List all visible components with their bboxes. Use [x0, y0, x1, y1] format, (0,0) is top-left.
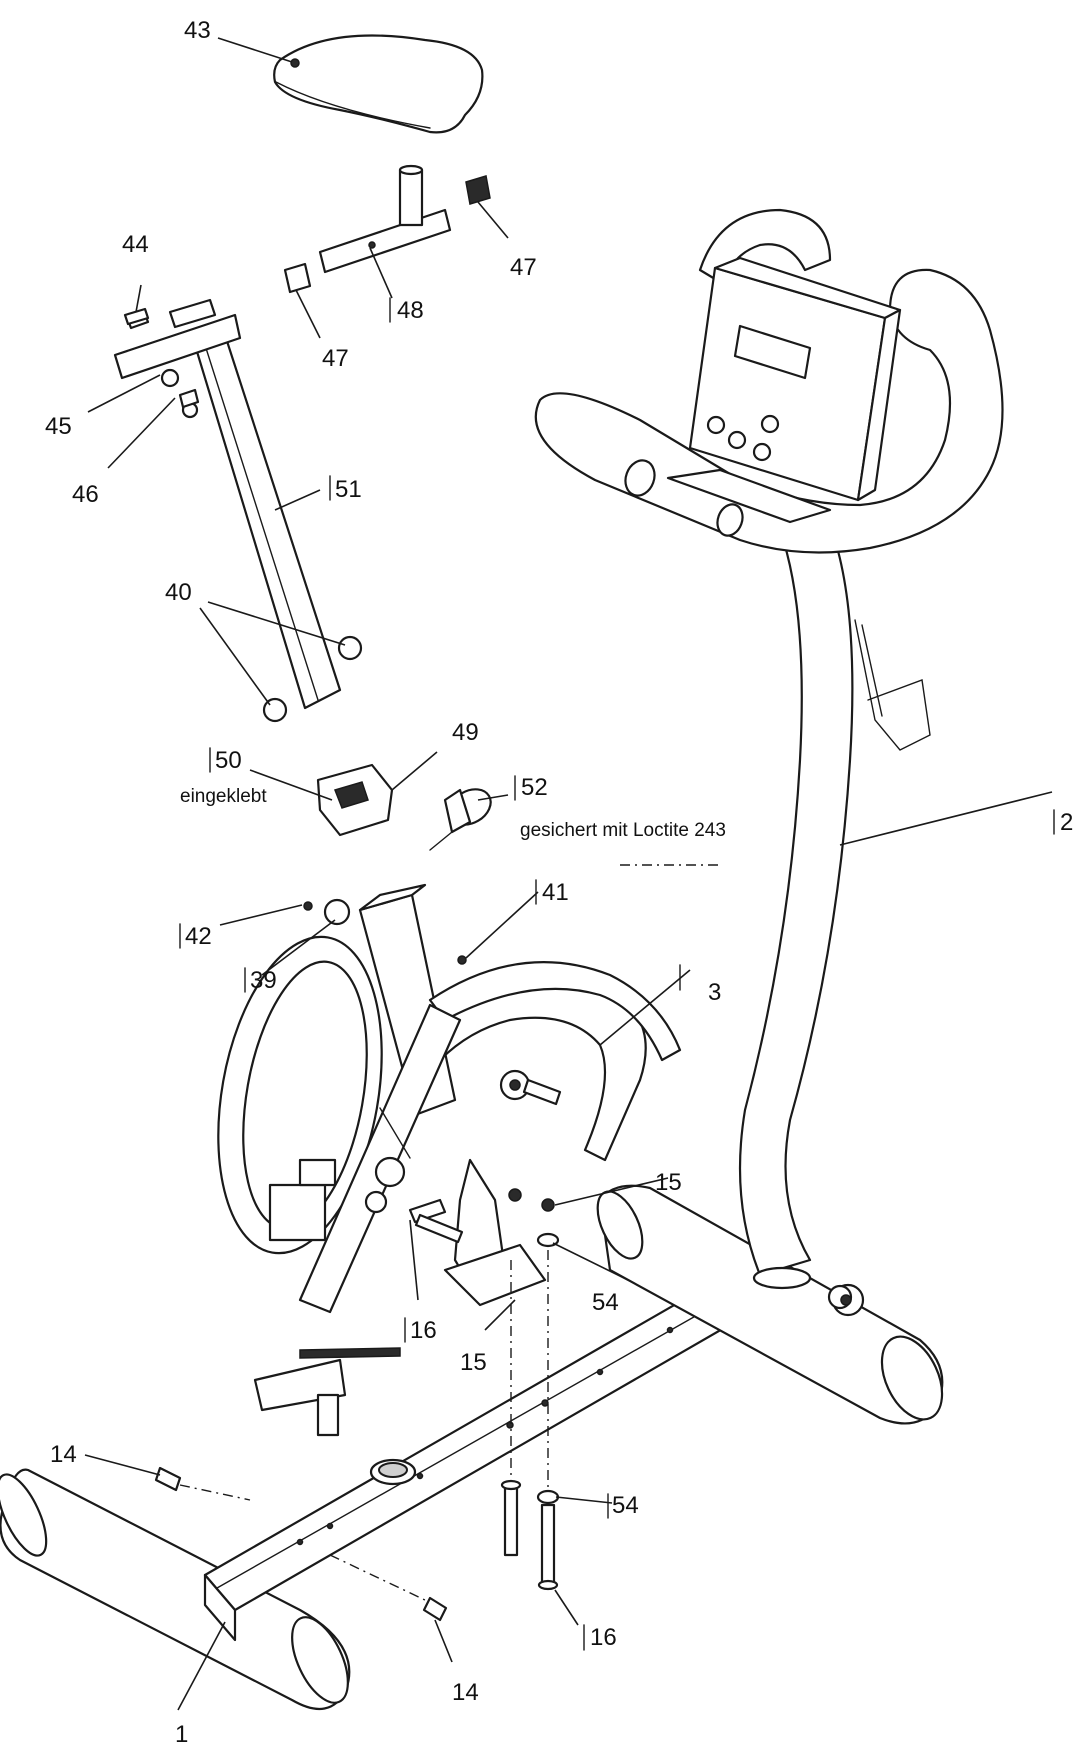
assembly-axis-lines	[179, 864, 720, 1601]
callout-15-lower: 15	[460, 1349, 487, 1376]
saddle-part	[273, 34, 484, 134]
clamp-block-part	[316, 763, 394, 837]
seat-slider-part	[283, 164, 491, 294]
callout-41: 41	[542, 879, 569, 906]
callout-bracket-marks	[179, 297, 1055, 1651]
callout-50: 50	[215, 747, 242, 774]
callout-labels: 43 44 45 46 47 47 48 51 40 50 49 52 2 42…	[45, 17, 1073, 1745]
lower-frame-assembly-part	[217, 883, 682, 1437]
callout-46: 46	[72, 481, 99, 508]
callout-40: 40	[165, 579, 192, 606]
callout-3: 3	[708, 979, 721, 1006]
callout-52: 52	[521, 774, 548, 801]
callout-48: 48	[397, 297, 424, 324]
callout-14-right: 14	[452, 1679, 479, 1706]
callout-54-lower: 54	[612, 1492, 639, 1519]
seat-post-part	[113, 298, 363, 723]
callout-16-upper: 16	[410, 1317, 437, 1344]
callout-42: 42	[185, 923, 212, 950]
callout-47-left: 47	[322, 345, 349, 372]
note-eingeklebt: eingeklebt	[180, 786, 267, 807]
adjustment-knob-part	[429, 788, 492, 851]
callout-44: 44	[122, 231, 149, 258]
fasteners	[123, 307, 560, 1622]
callout-43: 43	[184, 17, 211, 44]
leader-lines	[84, 37, 1053, 1711]
callout-39: 39	[250, 967, 277, 994]
upright-post-part	[534, 208, 1004, 1290]
callout-15-right: 15	[655, 1169, 682, 1196]
callout-14-left: 14	[50, 1441, 77, 1468]
callout-51: 51	[335, 476, 362, 503]
note-loctite: gesichert mit Loctite 243	[520, 820, 726, 841]
callout-16-lower: 16	[590, 1624, 617, 1651]
callout-2: 2	[1060, 809, 1073, 836]
callout-45: 45	[45, 413, 72, 440]
callout-54-upper: 54	[592, 1289, 619, 1316]
callout-49: 49	[452, 719, 479, 746]
base-frame-part	[0, 1184, 944, 1710]
callout-1: 1	[175, 1721, 188, 1745]
callout-47-right: 47	[510, 254, 537, 281]
